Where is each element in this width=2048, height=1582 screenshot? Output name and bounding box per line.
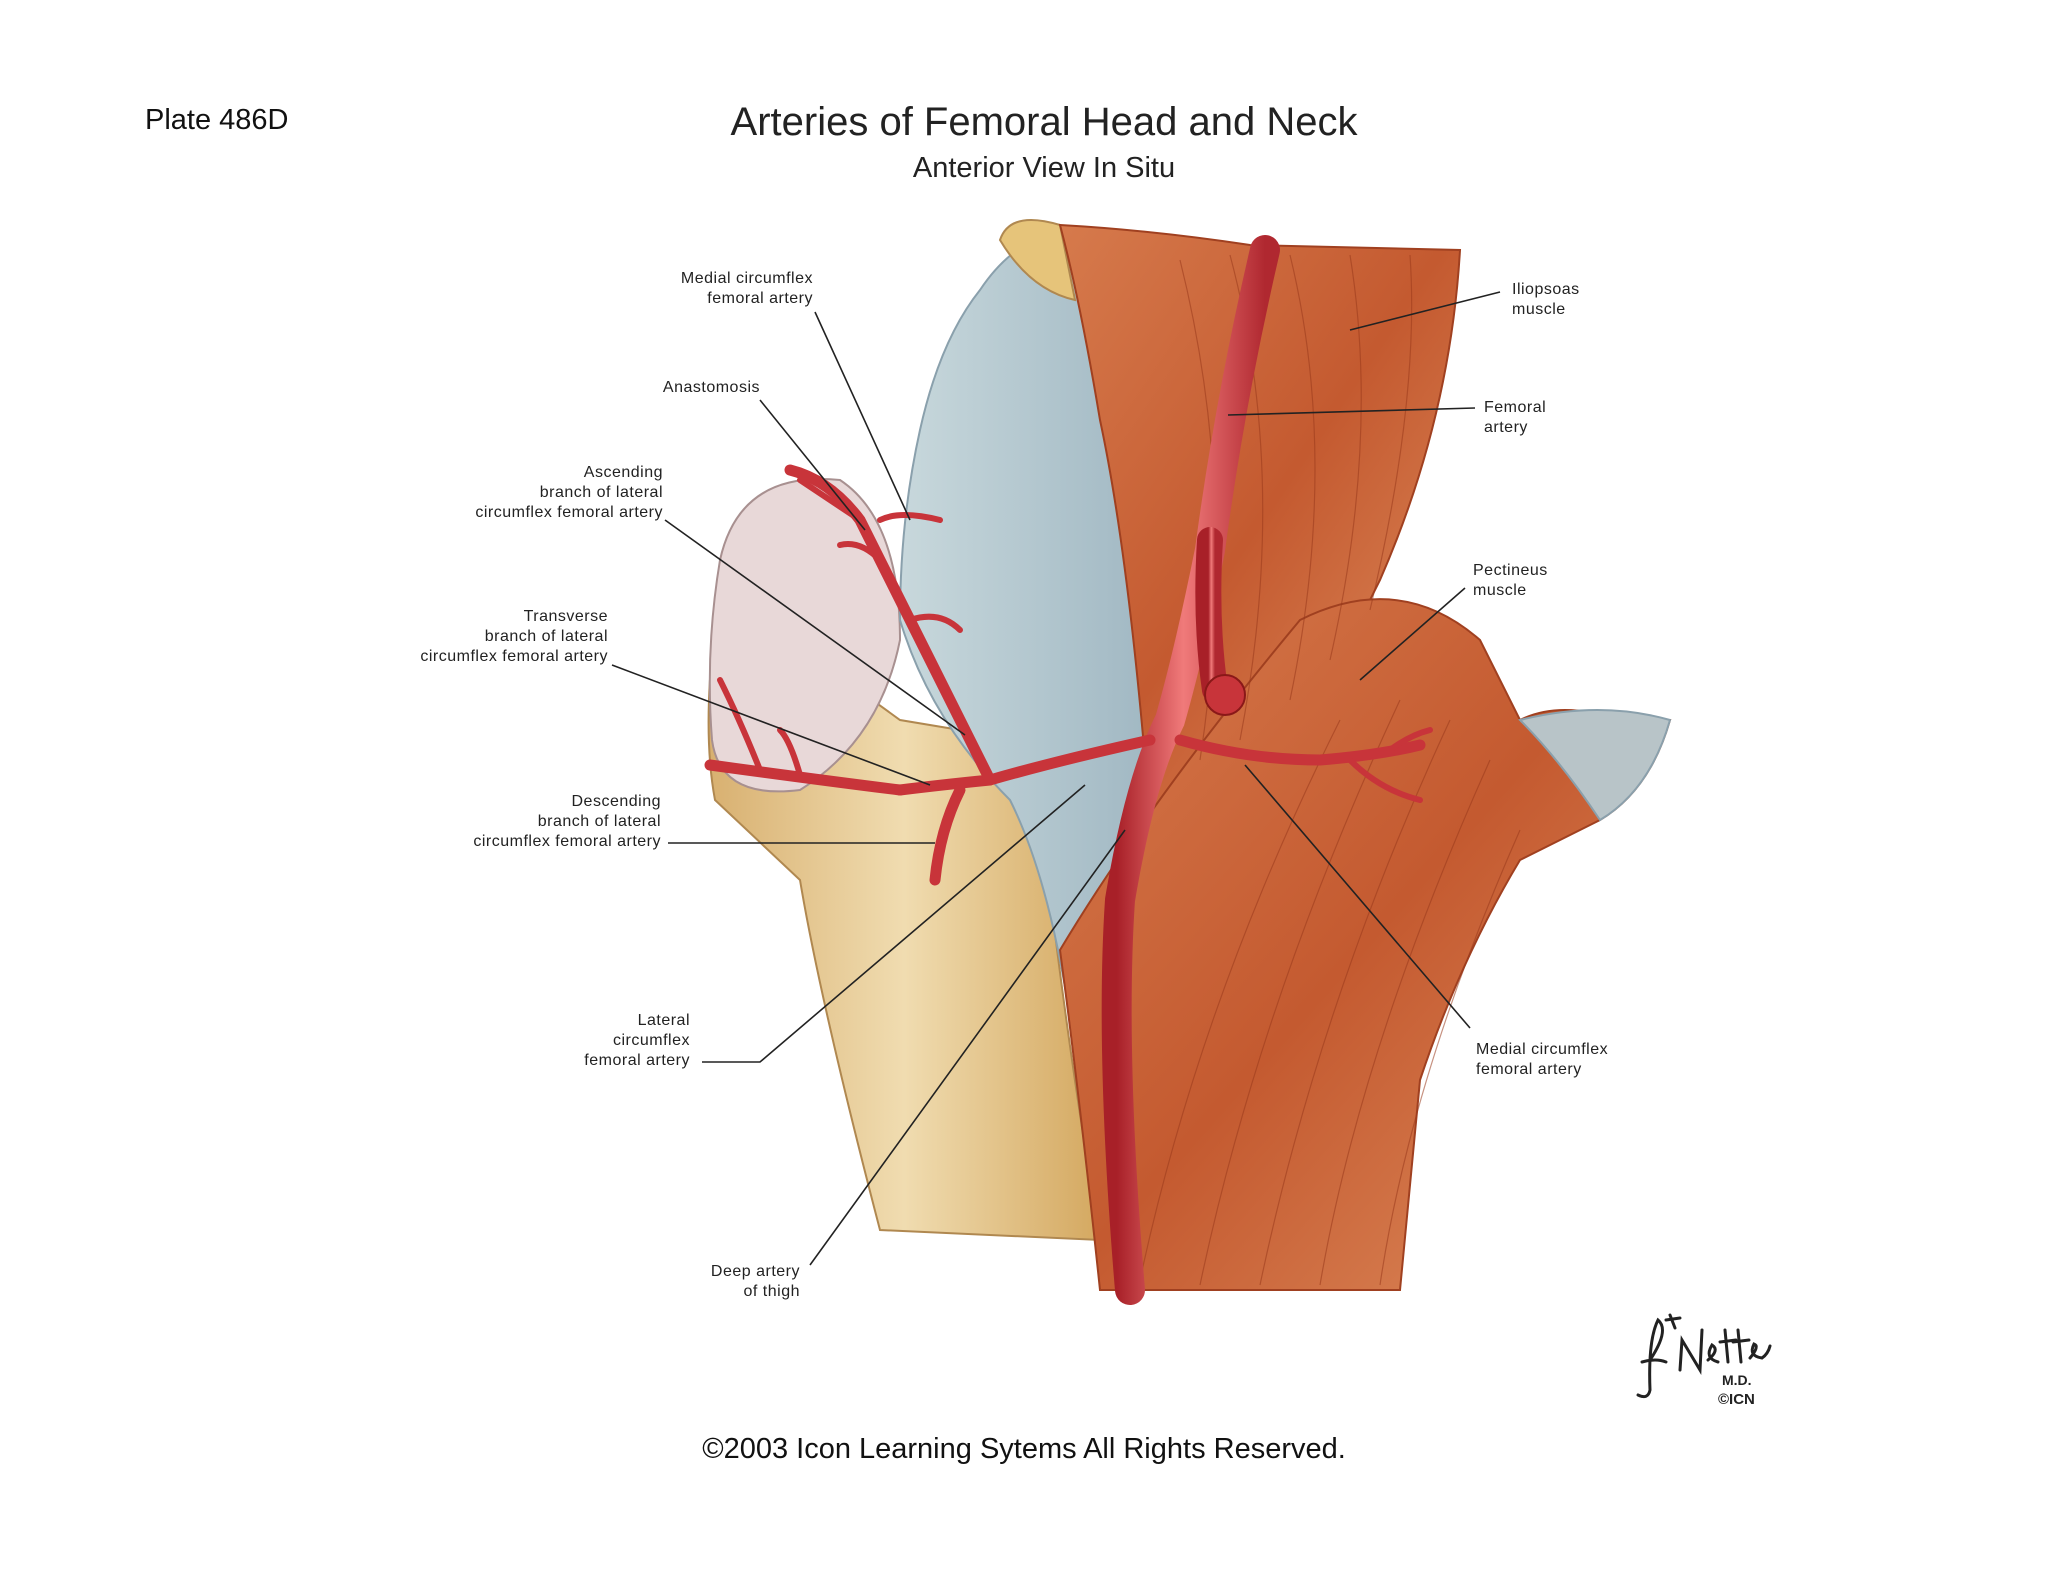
label-transverse-branch: Transverse branch of lateral circumflex … <box>420 608 608 665</box>
svg-text:M.D.: M.D. <box>1722 1372 1752 1388</box>
label-ascending-branch: Ascending branch of lateral circumflex f… <box>475 464 663 521</box>
label-descending-branch: Descending branch of lateral circumflex … <box>473 793 661 850</box>
label-lateral-circumflex: Lateral circumflex femoral artery <box>584 1012 690 1069</box>
plate-number: Plate 486D <box>145 104 289 136</box>
label-pectineus: Pectineus muscle <box>1473 562 1548 599</box>
leader-medial-circumflex-right <box>1244 764 1471 1029</box>
figure-subtitle: Anterior View In Situ <box>912 152 1176 184</box>
label-medial-circumflex-top: Medial circumflex femoral artery <box>680 270 813 307</box>
lateral-circumflex-vessel <box>894 734 1156 796</box>
leader-medial-circumflex-top <box>814 311 911 521</box>
label-iliopsoas: Iliopsoas muscle <box>1512 281 1580 318</box>
netter-signature: M.D. ©ICN <box>1636 1313 1772 1408</box>
leader-femoral-artery <box>1227 407 1476 416</box>
leader-lateral-circumflex <box>702 784 1086 1063</box>
copyright-notice: ©2003 Icon Learning Sytems All Rights Re… <box>702 1433 1346 1465</box>
leader-anastomosis <box>759 399 866 531</box>
figure-title: Arteries of Femoral Head and Neck <box>730 100 1358 144</box>
leader-pectineus <box>1359 587 1466 681</box>
label-medial-circumflex-right: Medial circumflex femoral artery <box>1476 1041 1609 1078</box>
leader-ascending <box>664 519 966 736</box>
label-deep-artery: Deep artery of thigh <box>710 1263 800 1300</box>
label-femoral-artery: Femoral artery <box>1484 399 1547 436</box>
svg-text:©ICN: ©ICN <box>1718 1391 1755 1408</box>
leader-transverse <box>611 664 931 786</box>
label-anastomosis: Anastomosis <box>662 379 760 396</box>
transverse-branch-vessel <box>704 759 906 796</box>
leader-iliopsoas <box>1349 291 1501 331</box>
descending-branch-vessel <box>929 784 966 886</box>
femoral-artery-vessel <box>1101 235 1280 1305</box>
leader-deep-artery <box>809 829 1126 1266</box>
